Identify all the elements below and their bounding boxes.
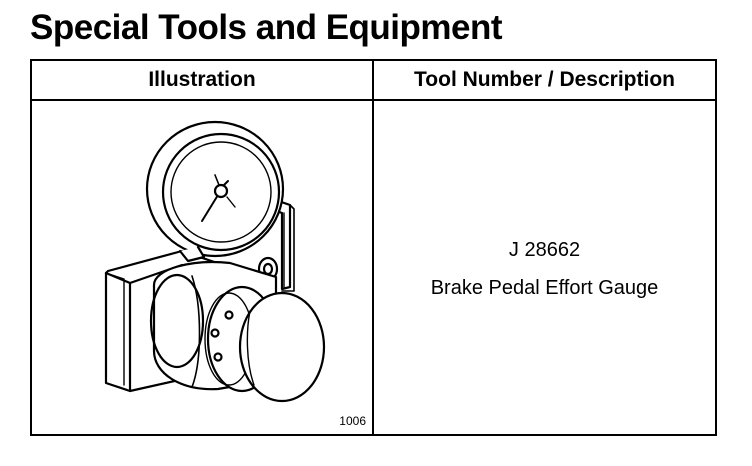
table-row-description-cell: J 28662 Brake Pedal Effort Gauge [374,101,715,434]
figure-number: 1006 [339,414,366,428]
brake-pedal-effort-gauge-drawing [104,120,326,403]
tool-description: Brake Pedal Effort Gauge [430,277,659,299]
table-row-illustration-cell: 1006 [32,101,372,434]
special-tools-table: Illustration Tool Number / Description [30,59,717,436]
tool-number: J 28662 [508,239,581,261]
column-header-illustration: Illustration [148,68,256,91]
column-divider [372,61,374,434]
page-title: Special Tools and Equipment [30,8,503,47]
column-header-tool-description: Tool Number / Description [414,68,675,91]
